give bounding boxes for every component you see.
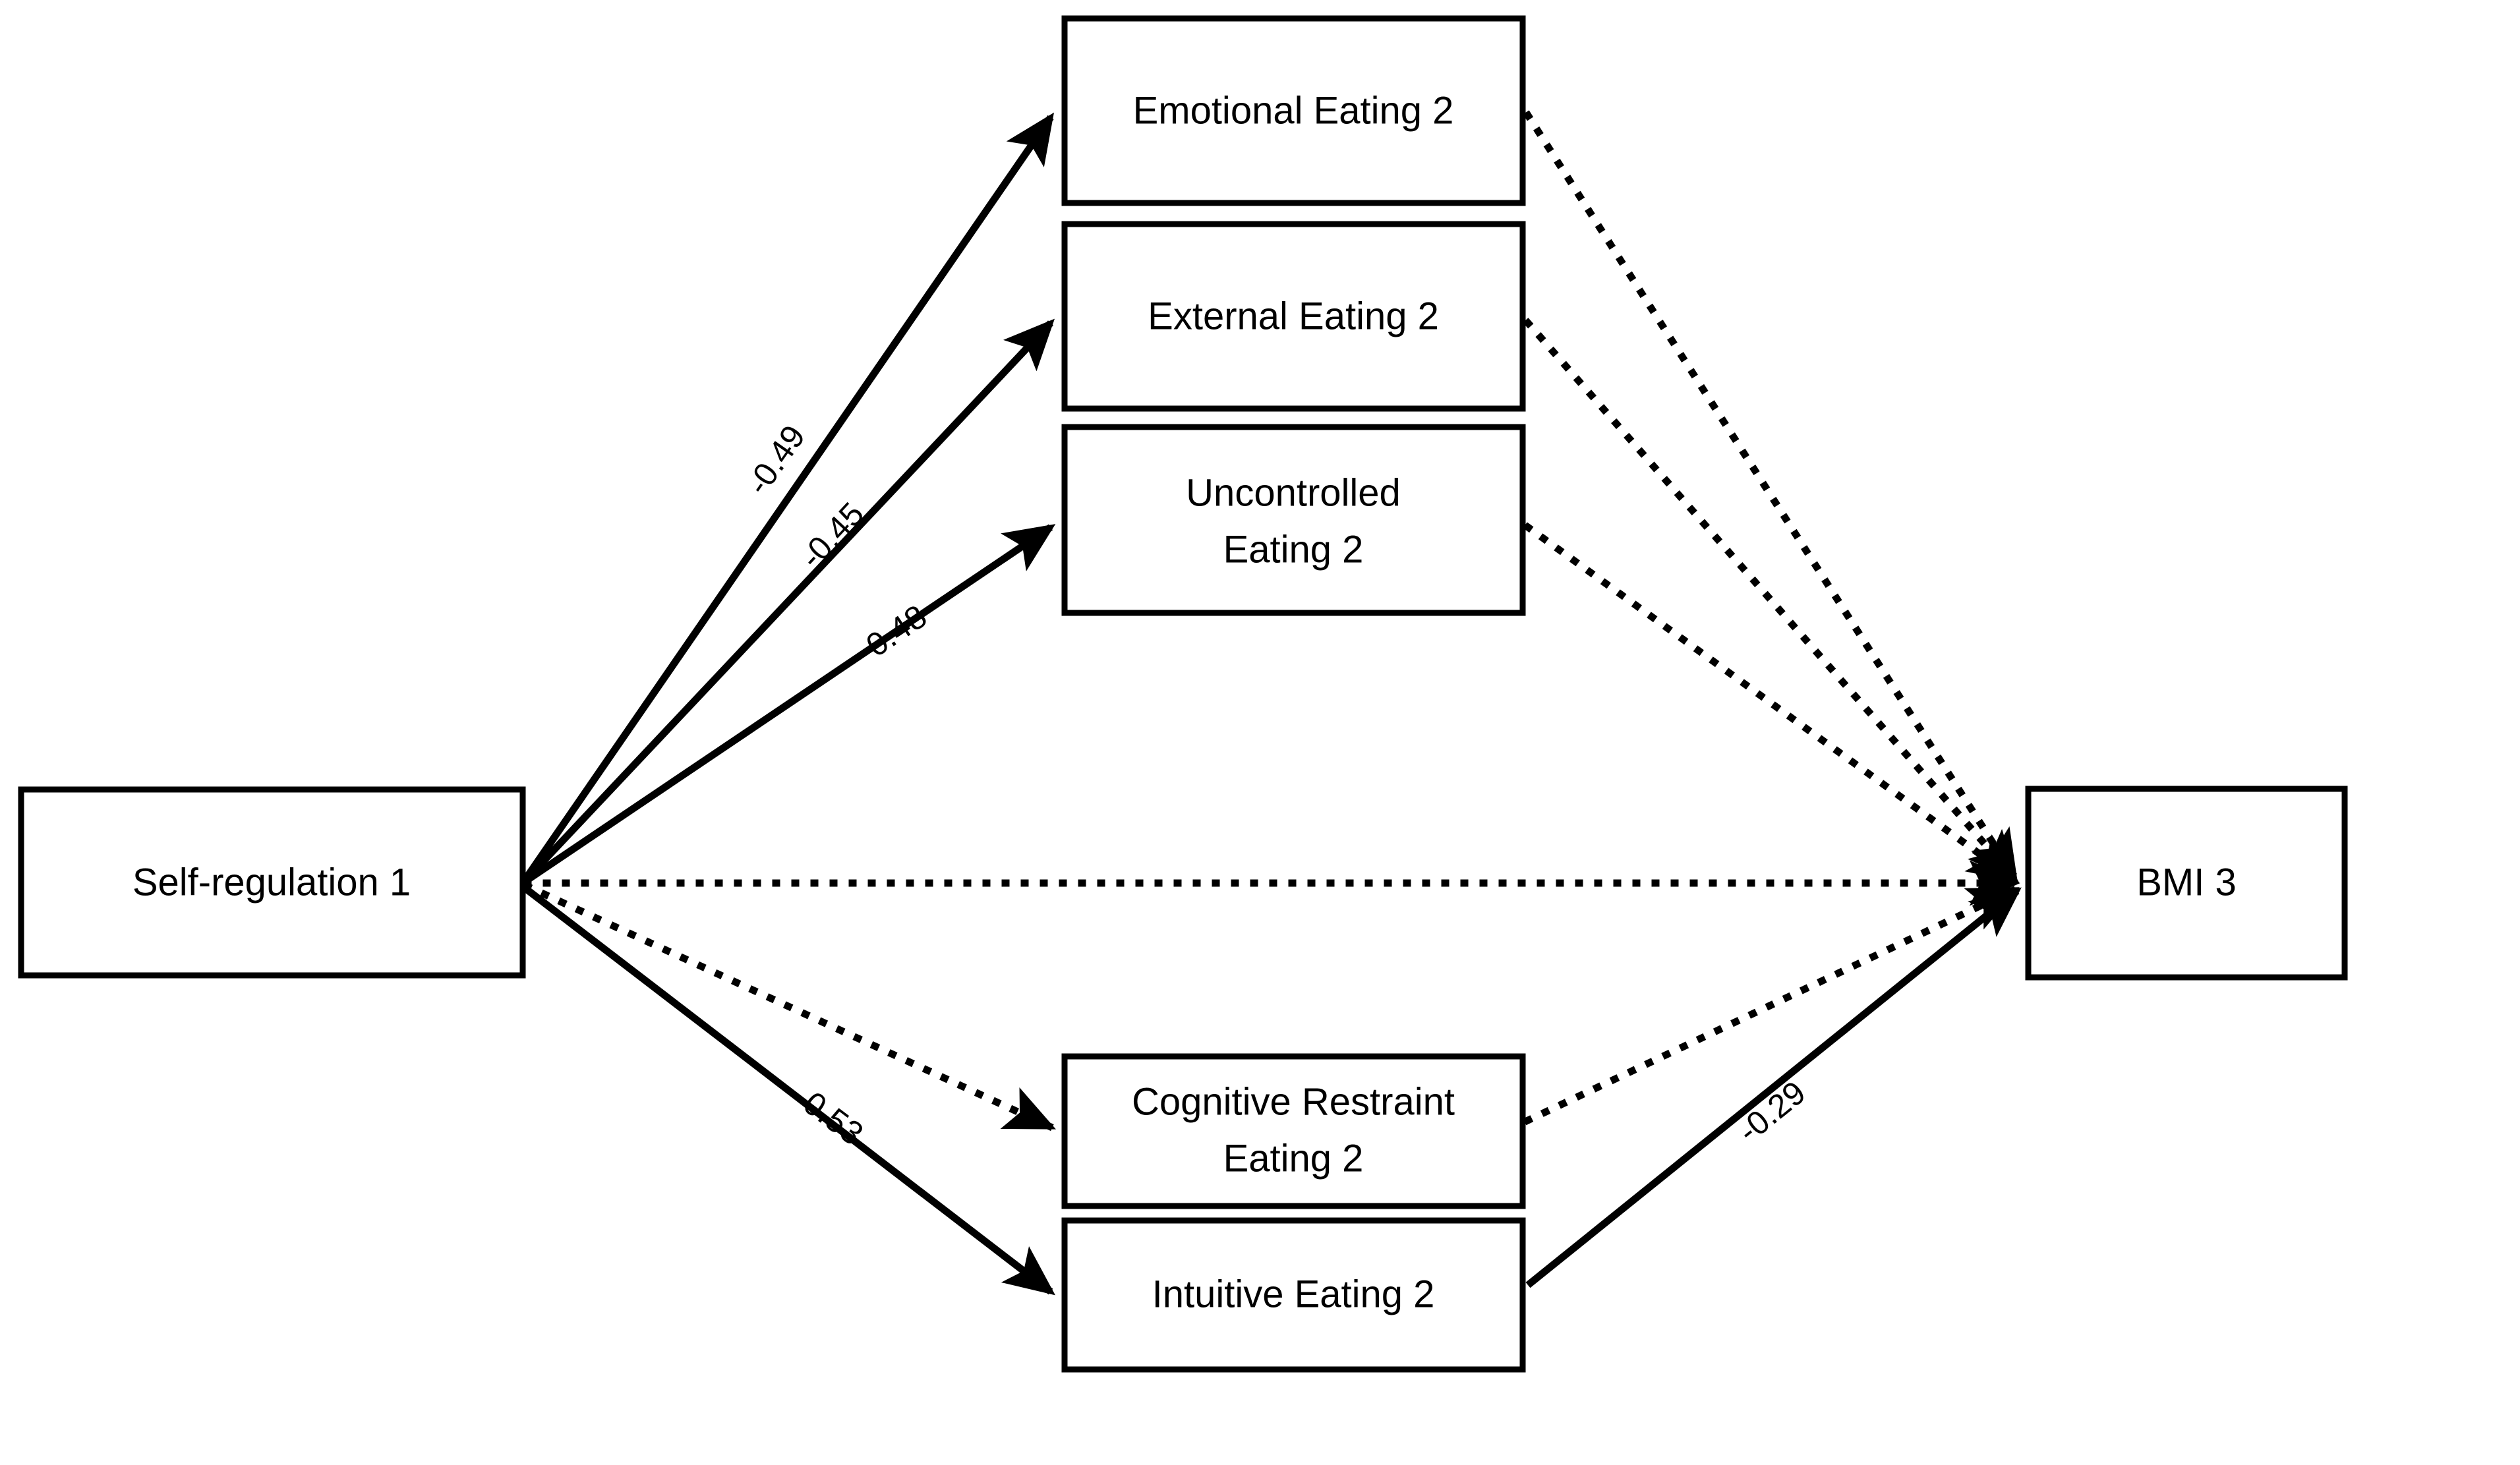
node-uncontrolled-eating-2-label-line1: Uncontrolled bbox=[1186, 471, 1401, 514]
edge-emotional-eating-to-bmi bbox=[1523, 110, 2020, 882]
edge-intuitive-eating-to-bmi bbox=[1525, 887, 2022, 1288]
node-emotional-eating-2-box[interactable] bbox=[1061, 15, 1526, 206]
node-uncontrolled-eating-2[interactable]: Uncontrolled Eating 2 bbox=[1061, 424, 1526, 616]
node-emotional-eating-2[interactable]: Emotional Eating 2 bbox=[1061, 15, 1526, 206]
edge-self-regulation-to-emotional-eating bbox=[519, 112, 1054, 886]
node-cognitive-restraint-eating-2-label-line2: Eating 2 bbox=[1223, 1137, 1364, 1180]
node-external-eating-2-label: External Eating 2 bbox=[1148, 295, 1439, 337]
node-self-regulation-1[interactable]: Self-regulation 1 bbox=[18, 786, 526, 979]
node-intuitive-eating-2[interactable]: Intuitive Eating 2 bbox=[1061, 1217, 1526, 1373]
node-external-eating-2-box[interactable] bbox=[1061, 221, 1526, 412]
edge-self-regulation-to-uncontrolled-eating bbox=[520, 524, 1056, 886]
node-uncontrolled-eating-2-box[interactable] bbox=[1061, 424, 1526, 616]
node-bmi-3-box[interactable] bbox=[2025, 786, 2348, 981]
coefficient-self-regulation-emotional-eating: -0.49 bbox=[739, 418, 812, 501]
edge-self-regulation-to-external-eating bbox=[519, 318, 1055, 886]
node-cognitive-restraint-eating-2[interactable]: Cognitive Restraint Eating 2 bbox=[1061, 1053, 1526, 1209]
node-cognitive-restraint-eating-2-box[interactable] bbox=[1061, 1053, 1526, 1209]
edge-self-regulation-to-intuitive-eating bbox=[520, 883, 1055, 1296]
edge-layer bbox=[519, 110, 2022, 1296]
node-self-regulation-1-label: Self-regulation 1 bbox=[132, 861, 411, 904]
edge-self-regulation-to-cognitive-restraint bbox=[522, 881, 1056, 1132]
edge-cognitive-restraint-to-bmi bbox=[1523, 884, 2020, 1126]
node-self-regulation-1-box[interactable] bbox=[18, 786, 526, 979]
node-external-eating-2[interactable]: External Eating 2 bbox=[1061, 221, 1526, 412]
edge-uncontrolled-eating-to-bmi bbox=[1523, 522, 2020, 884]
coefficient-self-regulation-external-eating: -0.45 bbox=[793, 496, 871, 576]
node-cognitive-restraint-eating-2-label-line1: Cognitive Restraint bbox=[1132, 1080, 1455, 1123]
edge-external-eating-to-bmi bbox=[1523, 318, 2020, 883]
node-bmi-3[interactable]: BMI 3 bbox=[2025, 786, 2348, 981]
node-bmi-3-label: BMI 3 bbox=[2136, 861, 2237, 904]
node-intuitive-eating-2-box[interactable] bbox=[1061, 1217, 1526, 1373]
node-intuitive-eating-2-label: Intuitive Eating 2 bbox=[1152, 1273, 1435, 1315]
node-emotional-eating-2-label: Emotional Eating 2 bbox=[1133, 89, 1454, 132]
node-uncontrolled-eating-2-label-line2: Eating 2 bbox=[1223, 528, 1364, 571]
coefficient-self-regulation-uncontrolled-eating: -0.48 bbox=[850, 598, 933, 670]
node-layer: Self-regulation 1 Emotional Eating 2 Ext… bbox=[18, 15, 2348, 1373]
